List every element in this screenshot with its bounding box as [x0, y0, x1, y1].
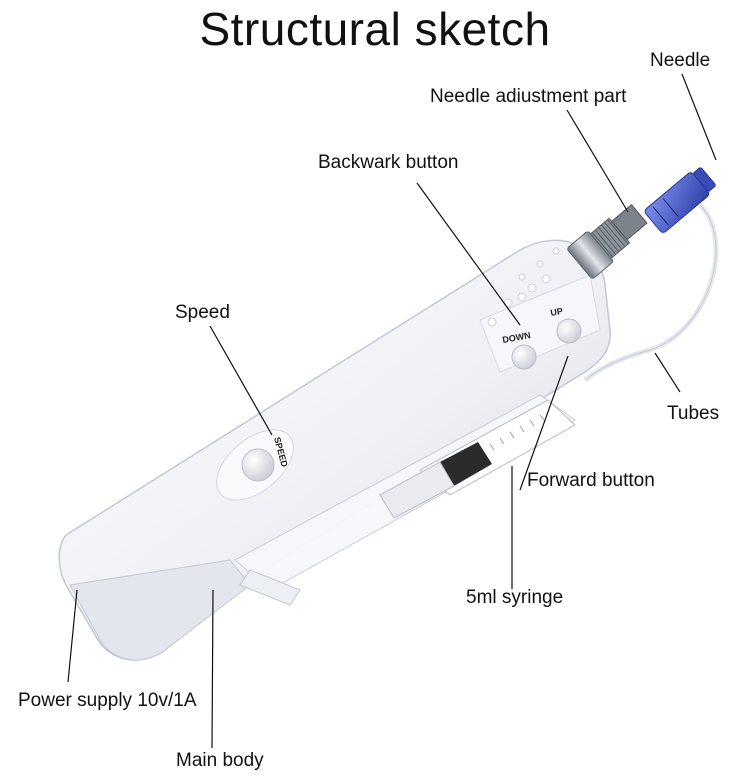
- label-power-supply: Power supply 10v/1A: [18, 690, 197, 711]
- leader-main-body: [211, 589, 214, 749]
- up-button: [556, 318, 582, 344]
- label-speed: Speed: [175, 302, 230, 323]
- label-needle-adjustment: Needle adiustment part: [430, 86, 627, 107]
- needle-cartridge: [644, 167, 716, 233]
- needle-adjustment-part: [567, 203, 648, 279]
- label-backward-button: Backwark button: [318, 152, 459, 173]
- leader-power-supply: [67, 589, 78, 683]
- speed-button: [241, 448, 275, 482]
- down-button: [511, 344, 537, 370]
- label-syringe: 5ml syringe: [466, 587, 564, 608]
- leader-backward-button: [416, 182, 521, 326]
- label-forward-button: Forward button: [527, 470, 655, 491]
- leader-tubes: [654, 352, 681, 393]
- label-needle: Needle: [650, 50, 711, 71]
- label-main-body: Main body: [176, 750, 264, 771]
- diagram-title: Structural sketch: [199, 3, 551, 55]
- down-button-text: DOWN: [502, 330, 532, 345]
- syringe: [234, 394, 576, 606]
- up-button-text: UP: [550, 306, 564, 318]
- leader-needle: [681, 73, 717, 161]
- leader-forward-button: [519, 355, 569, 491]
- leader-needle-adjustment: [566, 109, 629, 213]
- leader-speed: [209, 325, 273, 436]
- label-tubes: Tubes: [667, 403, 720, 424]
- leader-lines: [67, 73, 717, 749]
